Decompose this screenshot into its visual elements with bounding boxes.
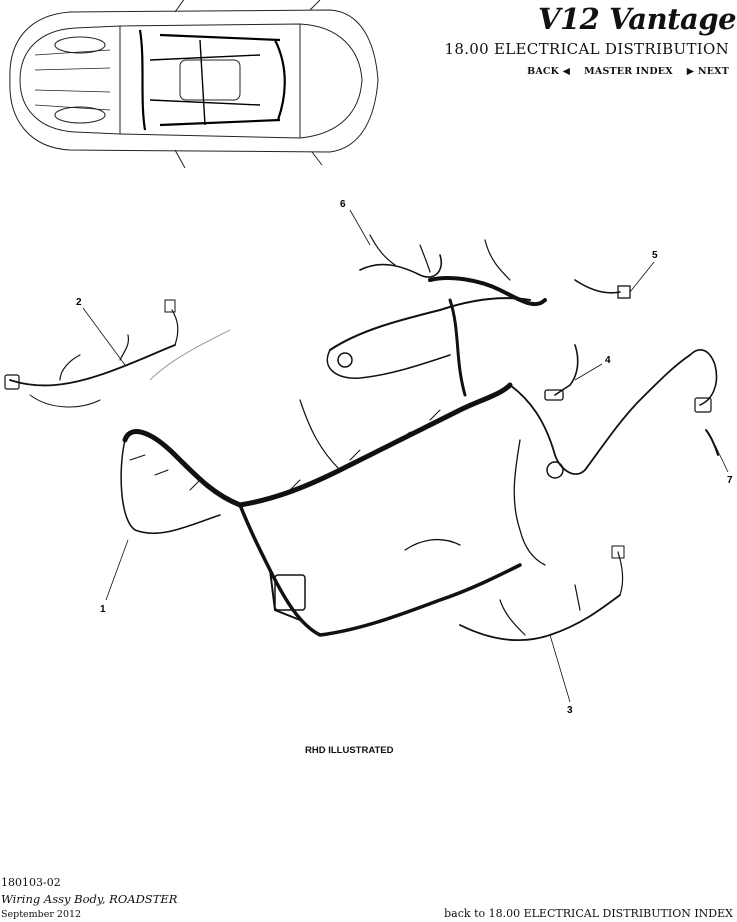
navigation-bar: BACK ◀ MASTER INDEX ▶ NEXT — [527, 66, 729, 77]
callout-7: 7 — [727, 475, 733, 486]
leader-lines — [82, 209, 729, 703]
harness-5 — [574, 279, 631, 299]
brand-logo: V12 Vantage — [538, 2, 737, 36]
part-name: Wiring Assy Body, ROADSTER — [1, 892, 178, 906]
section-title: 18.00 ELECTRICAL DISTRIBUTION — [444, 40, 729, 58]
next-link[interactable]: ▶ NEXT — [687, 66, 729, 77]
callout-5: 5 — [652, 250, 658, 261]
triangle-right-icon: ▶ — [686, 66, 695, 77]
back-link[interactable]: BACK ◀ — [527, 66, 570, 77]
harness-3 — [459, 545, 625, 642]
rhd-note: RHD ILLUSTRATED — [305, 745, 394, 756]
harness-6 — [359, 234, 442, 278]
master-index-link[interactable]: MASTER INDEX — [584, 66, 673, 77]
wiring-diagram: 1 2 3 4 5 6 7 — [4, 0, 733, 716]
part-number: 180103-02 — [1, 876, 61, 889]
next-label: NEXT — [697, 66, 729, 77]
harness-4 — [544, 344, 579, 401]
harness-7 — [689, 349, 719, 456]
harness-2 — [4, 299, 231, 408]
triangle-left-icon: ◀ — [562, 66, 571, 77]
callout-4: 4 — [605, 355, 611, 366]
back-to-index-link[interactable]: back to 18.00 ELECTRICAL DISTRIBUTION IN… — [444, 907, 733, 920]
publication-date: September 2012 — [1, 909, 82, 920]
harness-1 — [120, 239, 691, 637]
back-label: BACK — [527, 66, 560, 77]
callout-2: 2 — [76, 297, 82, 308]
callout-1: 1 — [100, 604, 106, 615]
callout-3: 3 — [567, 705, 573, 716]
callout-6: 6 — [340, 199, 346, 210]
car-overview-icon — [9, 0, 379, 169]
